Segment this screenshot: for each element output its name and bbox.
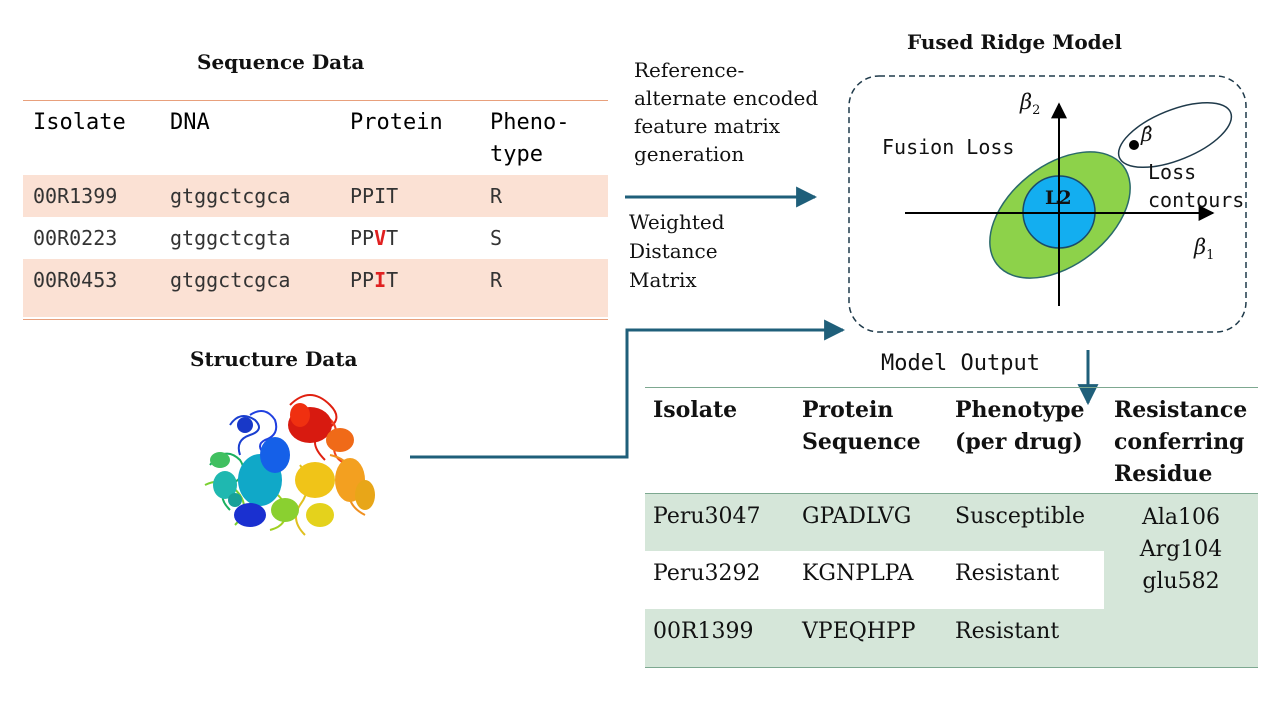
- distance-matrix-label: Weighted Distance Matrix: [629, 210, 725, 292]
- fused-ridge-model-title: Fused Ridge Model: [907, 30, 1122, 54]
- model-box: [848, 75, 1247, 333]
- out-header-isolate: Isolate: [653, 397, 738, 423]
- isolate-cell: 00R0453: [33, 268, 118, 292]
- phenotype-cell: R: [490, 184, 503, 208]
- dna-cell: gtggctcgca: [170, 184, 291, 208]
- isolate-cell: Peru3292: [653, 561, 761, 586]
- seq-header-phenotype-line2: type: [490, 142, 543, 167]
- l2-label: L2: [1045, 187, 1072, 209]
- protein-cell: VPEQHPP: [802, 619, 916, 644]
- table-row-shade: [645, 494, 1258, 551]
- loss-contour: [1117, 101, 1233, 169]
- seq-header-isolate: Isolate: [33, 110, 126, 135]
- table-row-shade: [645, 609, 1258, 667]
- isolate-cell: 00R1399: [653, 619, 754, 644]
- beta1-label: β1: [1194, 235, 1215, 264]
- phenotype-cell: S: [490, 226, 503, 250]
- seq-header-dna: DNA: [170, 110, 210, 135]
- table-row: 00R0223 gtggctcgta PPVT S: [23, 217, 608, 259]
- residue-cell: Ala106 Arg104 glu582: [1139, 505, 1223, 594]
- protein-cell: PPVT: [350, 226, 399, 250]
- seq-header-protein: Protein: [350, 110, 443, 135]
- phenotype-cell: Resistant: [955, 561, 1060, 586]
- table-row: 00R0453 gtggctcgca PPIT R: [23, 259, 608, 317]
- dna-cell: gtggctcgta: [170, 226, 291, 250]
- dna-cell: gtggctcgca: [170, 268, 291, 292]
- sequence-data-title: Sequence Data: [197, 50, 365, 74]
- protein-cell: PPIT: [350, 268, 399, 292]
- sequence-table: Isolate DNA Protein Pheno- type 00R1399 …: [23, 100, 608, 320]
- loss-contours-label: Loss contours: [1148, 160, 1245, 212]
- phenotype-cell: R: [490, 268, 503, 292]
- protein-structure-image: [204, 394, 375, 536]
- isolate-cell: 00R1399: [33, 184, 118, 208]
- fusion-loss-label: Fusion Loss: [882, 135, 1015, 159]
- fused-ridge-diagram: [848, 75, 1247, 333]
- protein-cell: KGNPLPA: [802, 561, 914, 586]
- protein-cell: PPIT: [350, 184, 399, 208]
- protein-cell: GPADLVG: [802, 504, 912, 529]
- table-row: 00R1399 gtggctcgca PPIT R: [23, 175, 608, 217]
- beta-hat-point: [1129, 140, 1139, 150]
- phenotype-cell: Susceptible: [955, 504, 1085, 529]
- isolate-cell: Peru3047: [653, 504, 761, 529]
- feature-matrix-label: Reference- alternate encoded feature mat…: [634, 58, 819, 166]
- phenotype-cell: Resistant: [955, 619, 1060, 644]
- beta2-label: β2: [1020, 90, 1041, 119]
- seq-header-phenotype-line1: Pheno-: [490, 110, 570, 135]
- structure-data-title: Structure Data: [190, 347, 358, 371]
- isolate-cell: 00R0223: [33, 226, 118, 250]
- beta-hat-label: β̂: [1141, 122, 1153, 146]
- structure-arrow: [410, 319, 846, 459]
- out-header-phenotype: Phenotype(per drug): [955, 397, 1085, 455]
- model-output-title: Model Output: [881, 351, 1040, 376]
- residue-cell-shade: [1104, 551, 1258, 609]
